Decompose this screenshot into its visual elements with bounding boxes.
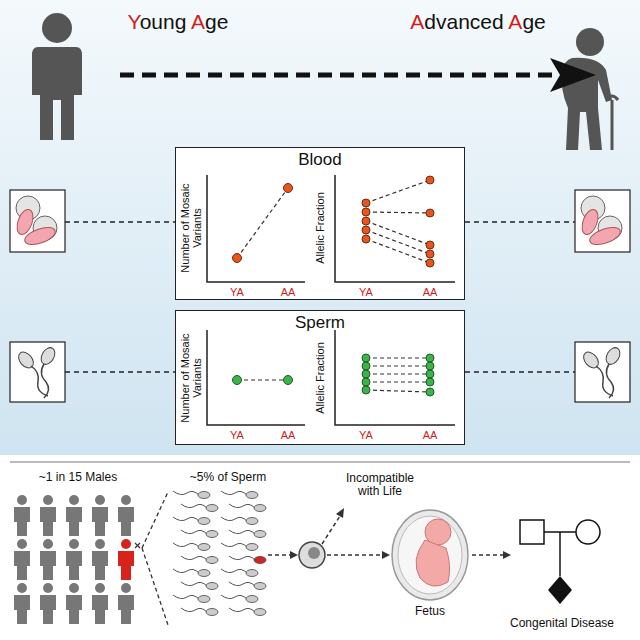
axis-label: Number of Mosaic Variants — [179, 181, 203, 276]
group-label: ~5% of Sperm — [190, 471, 266, 484]
axis-label: Allelic Fraction — [314, 181, 326, 276]
axis-tick: YA — [230, 429, 244, 441]
panel-title: Blood — [176, 150, 464, 170]
axis-tick: AA — [281, 286, 296, 298]
panel-title: Sperm — [176, 313, 464, 333]
outcome-label: Fetus — [415, 605, 445, 618]
axis-label: Number of Mosaic Variants — [179, 333, 203, 423]
outcome-label: Congenital Disease — [510, 617, 614, 630]
axis-tick: YA — [359, 429, 373, 441]
axis-tick: AA — [281, 429, 296, 441]
outcome-label: Incompatible with Life — [334, 472, 426, 498]
group-label: ~1 in 15 Males — [39, 471, 117, 484]
axis-label: Allelic Fraction — [314, 333, 326, 423]
axis-tick: YA — [230, 286, 244, 298]
age-label: Young Age — [128, 10, 229, 33]
axis-tick: AA — [423, 429, 438, 441]
axis-tick: YA — [359, 286, 373, 298]
age-label: Advanced Age — [410, 10, 545, 33]
axis-tick: AA — [423, 286, 438, 298]
